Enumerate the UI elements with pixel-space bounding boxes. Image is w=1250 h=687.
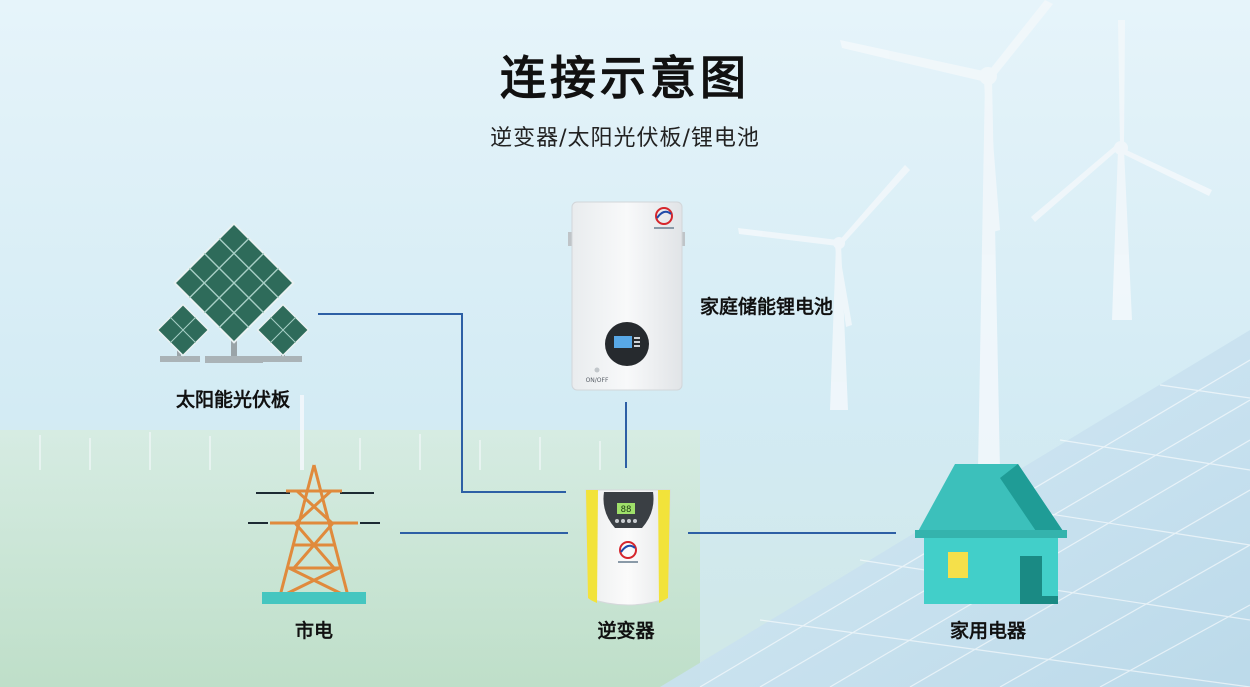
connector-lines [318, 313, 896, 534]
house-icon [915, 464, 1067, 604]
brand-logo-icon [618, 541, 638, 563]
battery-label: 家庭储能锂电池 [700, 296, 834, 318]
battery-icon: ON/OFF [568, 201, 685, 391]
solar-panel-icon [156, 222, 310, 363]
home-label: 家用电器 [949, 620, 1026, 642]
inverter-display: 88 [621, 505, 632, 515]
page-title: 连接示意图 [500, 51, 750, 105]
inverter-icon: 88 [585, 489, 671, 606]
solar-label: 太阳能光伏板 [175, 389, 290, 411]
brand-logo-icon [654, 207, 674, 229]
page-subtitle: 逆变器/太阳光伏板/锂电池 [490, 126, 760, 151]
connector-solar-inverter [318, 313, 566, 493]
battery-switch-label: ON/OFF [586, 377, 609, 384]
inverter-label: 逆变器 [597, 620, 655, 642]
power-tower-icon [248, 464, 380, 604]
grid-label: 市电 [294, 620, 333, 642]
